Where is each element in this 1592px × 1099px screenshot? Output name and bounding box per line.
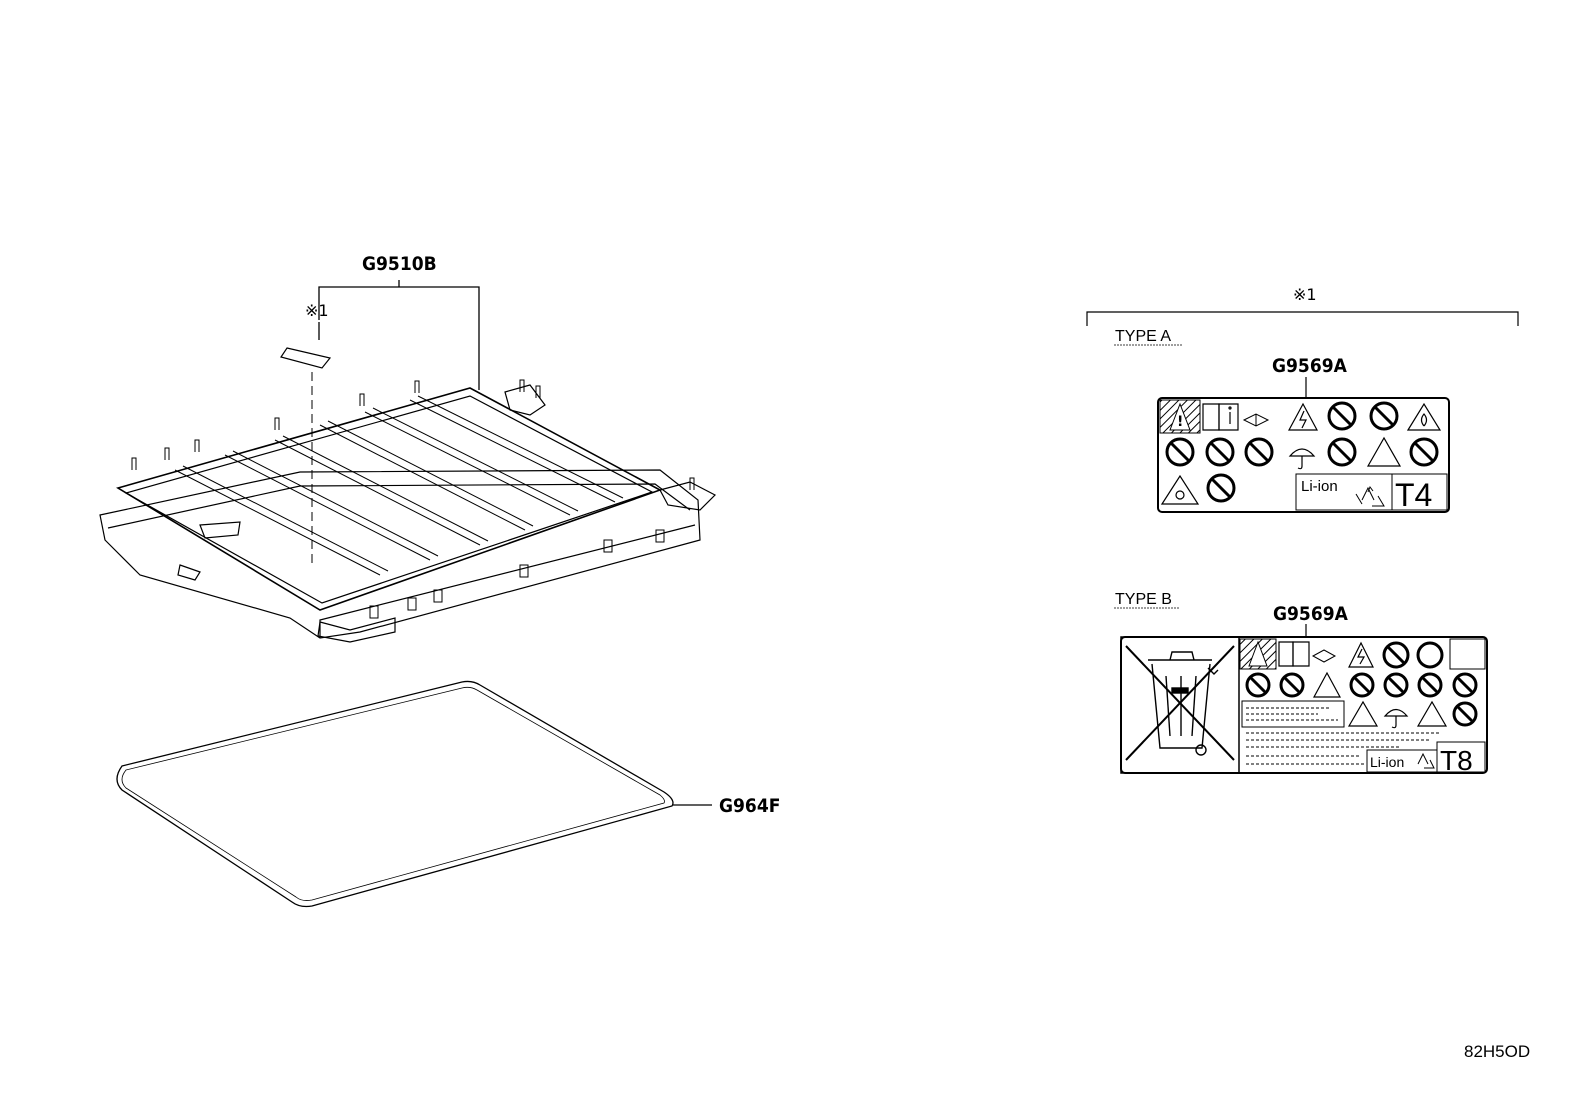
type-a-heading: TYPE A (1115, 328, 1171, 345)
prohibition-icons-row-2 (1245, 672, 1478, 698)
corrosive-icon (1347, 700, 1379, 727)
keep-dry-icon (1383, 708, 1409, 729)
fine-print-block (1241, 700, 1440, 765)
diagram-code: 82H5OD (1464, 1042, 1530, 1061)
label-a-callout: G9569A (1272, 355, 1348, 377)
no-disassembly-icon (1369, 401, 1399, 431)
recycle-icon (1355, 485, 1385, 507)
mat-callout: G964F (719, 795, 780, 817)
no-fire-icon (1327, 401, 1357, 431)
label-b-chemistry: Li-ion (1370, 754, 1404, 770)
tray-callout-bracket (318, 280, 480, 390)
open-manual-icon (1242, 413, 1270, 427)
label-a-chemistry: Li-ion (1301, 478, 1338, 495)
label-b: Li-ion T8 (1120, 636, 1488, 776)
high-voltage-icon (1287, 402, 1319, 431)
tray-callout: G9510B (362, 253, 437, 275)
open-manual-icon (1311, 649, 1337, 663)
label-group-bracket (1086, 311, 1519, 326)
explosive-icon (1160, 474, 1200, 505)
manual-book-icon (1278, 641, 1310, 667)
type-b-heading: TYPE B (1115, 591, 1172, 608)
label-a: ! (1157, 397, 1450, 513)
svg-text:!: ! (1177, 414, 1183, 430)
mat-inner-edge (121, 686, 665, 901)
battery-tray-drawing (99, 379, 717, 643)
prohibition-icons-row-1 (1382, 641, 1410, 669)
crossed-bin-icon (1125, 645, 1235, 761)
keep-dry-icon (1288, 448, 1316, 470)
prohibition-icons-row (1165, 437, 1439, 467)
label-a-code: T4 (1395, 477, 1432, 513)
protective-gear-icon (1416, 641, 1444, 669)
corrosive-icon (1366, 436, 1402, 467)
label-b-code: T8 (1440, 745, 1473, 776)
flammable-icon (1312, 671, 1342, 698)
no-crush-icon (1452, 701, 1478, 727)
no-crush-icon (1206, 473, 1236, 503)
label-b-callout: G9569A (1273, 603, 1349, 625)
manual-book-icon (1202, 403, 1239, 431)
high-voltage-icon (1348, 641, 1374, 668)
explosive-icon (1416, 700, 1448, 727)
label-position-icon (280, 347, 332, 369)
tray-label-mark: ※1 (305, 301, 329, 320)
label-group-mark: ※1 (1293, 285, 1317, 304)
recycle-icon (1417, 752, 1435, 769)
flammable-icon (1406, 402, 1442, 431)
mat-drawing (116, 680, 674, 908)
